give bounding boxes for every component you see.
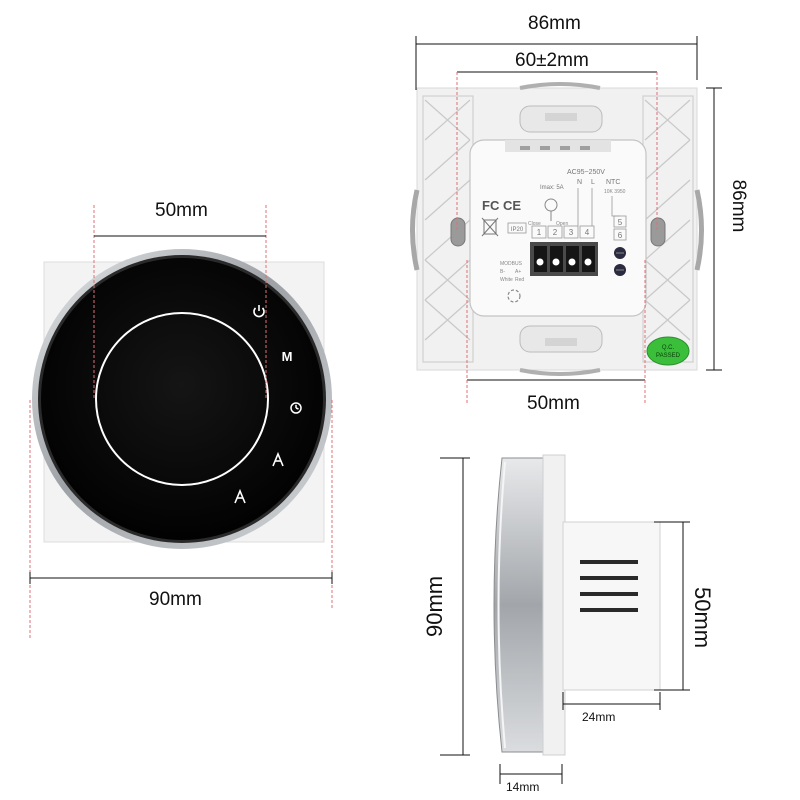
side-bezel	[493, 457, 549, 753]
modbus-label: MODBUS	[500, 261, 523, 267]
wire-label-a: A+	[515, 269, 521, 275]
ip-rating: IP20	[511, 227, 524, 233]
terminal-3: 3	[569, 228, 574, 237]
side-dim-14	[499, 764, 563, 784]
front-dim-50-label: 50mm	[155, 200, 208, 221]
side-box	[562, 521, 661, 691]
back-dim-60-label: 60±2mm	[515, 50, 589, 71]
terminal-6: 6	[618, 231, 623, 240]
front-dim-90-label: 90mm	[149, 589, 202, 610]
side-dim-14-label: 14mm	[506, 780, 540, 794]
terminal-5: 5	[618, 218, 623, 227]
back-dim-86-height	[706, 87, 722, 371]
terminal-screws	[534, 246, 595, 272]
back-dim-50-lines	[466, 260, 646, 404]
side-dim-50	[654, 521, 690, 691]
inner-ring	[95, 312, 269, 486]
weee-icon	[481, 217, 499, 237]
back-dim-86-width	[415, 36, 698, 90]
power-icon	[253, 305, 265, 318]
side-plate	[542, 454, 566, 756]
wire-color-red: Red	[515, 277, 524, 283]
ntc-label: NTC	[606, 179, 620, 186]
ntc-spec: 10K 3950	[604, 189, 626, 195]
side-dim-90-label: 90mm	[422, 575, 447, 637]
ce-mark: CE	[503, 198, 521, 213]
close-label: Close	[528, 221, 541, 227]
voltage-label: AC95~250V	[567, 169, 605, 176]
side-dim-24	[562, 692, 661, 710]
qc-sticker	[646, 336, 690, 366]
mode-icon: M	[282, 349, 293, 364]
side-dim-90	[440, 457, 470, 756]
mount-slot-right	[650, 217, 666, 247]
imax-label: Imax: 5A	[540, 185, 564, 191]
vent-icon	[507, 289, 521, 303]
down-arrow-icon	[234, 488, 246, 504]
back-dim-86-height-label: 86mm	[728, 179, 749, 233]
side-dim-24-label: 24mm	[582, 710, 616, 724]
back-dim-86-width-label: 86mm	[528, 13, 581, 34]
n-label: N	[577, 179, 582, 186]
side-dim-50-label: 50mm	[690, 587, 715, 649]
terminal-4: 4	[585, 228, 590, 237]
back-dim-50-label: 50mm	[527, 393, 580, 414]
front-face	[41, 258, 323, 540]
l-label: L	[591, 179, 595, 186]
back-dim-60-lines	[456, 71, 658, 232]
wire-label-b: B-	[500, 269, 505, 275]
clock-icon	[290, 402, 302, 414]
fc-mark: FC	[482, 198, 500, 213]
terminal-2: 2	[553, 228, 558, 237]
front-dim-50-lines	[93, 205, 267, 398]
terminal-1: 1	[537, 228, 542, 237]
open-label: Open	[556, 221, 568, 227]
wire-color-white: White	[500, 277, 513, 283]
qc-label: Q.C.	[662, 345, 675, 351]
up-arrow-icon	[272, 451, 284, 467]
mount-slot-left	[450, 217, 466, 247]
qc-status: PASSED	[656, 353, 681, 359]
side-vents	[580, 560, 638, 612]
